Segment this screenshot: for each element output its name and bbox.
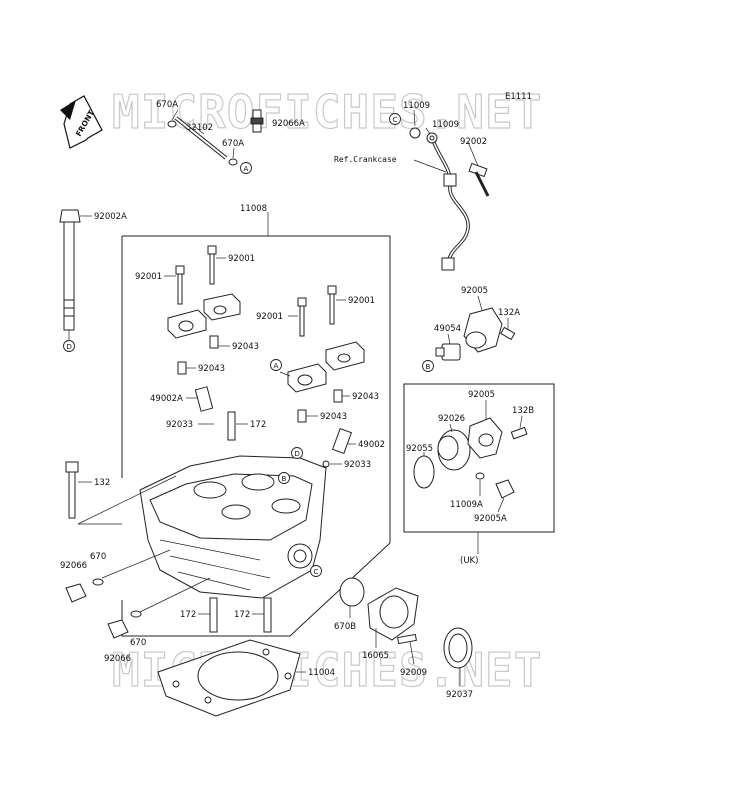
clamp-92037 xyxy=(443,627,473,669)
uk-label: (UK) xyxy=(460,556,478,566)
part-label: 92005A xyxy=(474,514,507,524)
callout-c-head: C xyxy=(310,565,322,577)
svg-text:D: D xyxy=(295,450,300,458)
cam-bolts-right xyxy=(297,285,343,423)
part-label: 670 xyxy=(90,552,106,562)
head-assembly-frame xyxy=(122,235,391,543)
part-label: 172 xyxy=(234,610,250,620)
callout-a-head: A xyxy=(270,359,282,371)
part-label: 92001 xyxy=(228,254,255,264)
cam-bolts-left xyxy=(175,245,219,375)
part-label: 92066 xyxy=(104,654,131,664)
diagram-code: E1111 xyxy=(505,92,532,102)
part-label: 49054 xyxy=(434,324,461,334)
fitting-92066A xyxy=(250,109,264,133)
part-label: 92002 xyxy=(460,137,487,147)
ref-crankcase-label: Ref.Crankcase xyxy=(334,155,397,164)
part-label: 32102 xyxy=(186,123,213,133)
part-label: 92005 xyxy=(468,390,495,400)
part-label: 670 xyxy=(130,638,146,648)
part-label: 670A xyxy=(222,139,244,149)
part-label: 16065 xyxy=(362,651,389,661)
callout-b-right: B xyxy=(422,360,434,372)
part-label: 92055 xyxy=(406,444,433,454)
part-label: 92009 xyxy=(400,668,427,678)
svg-text:A: A xyxy=(274,362,279,370)
intake-holder-16065 xyxy=(367,587,419,641)
o-ring-670B xyxy=(339,577,365,607)
uk-sensor-92005A xyxy=(475,472,515,499)
water-outlet-92005 xyxy=(463,307,503,353)
svg-text:B: B xyxy=(282,475,287,483)
cam-cap-right xyxy=(287,341,365,393)
part-label: 132 xyxy=(94,478,110,488)
part-label: 11009 xyxy=(432,120,459,130)
part-label: 670B xyxy=(334,622,356,632)
callout-d-head: D xyxy=(291,447,303,459)
part-label: 49002 xyxy=(358,440,385,450)
stud-172-upper xyxy=(227,411,236,441)
pin-49002 xyxy=(331,427,353,455)
uk-variant-frame xyxy=(403,383,555,533)
part-label: 92001 xyxy=(256,312,283,322)
part-label: 132B xyxy=(512,406,534,416)
part-label: 92002A xyxy=(94,212,127,222)
oil-pipe xyxy=(409,127,470,271)
svg-text:A: A xyxy=(244,165,249,173)
callout-d-left: D xyxy=(63,340,75,352)
part-label: 92043 xyxy=(352,392,379,402)
part-label: 92043 xyxy=(320,412,347,422)
svg-text:C: C xyxy=(393,116,398,124)
part-label: 92001 xyxy=(348,296,375,306)
part-label: 670A xyxy=(156,100,178,110)
plug-92066-lower xyxy=(107,610,142,639)
stud-172-lower-right xyxy=(263,597,272,633)
part-label: 92026 xyxy=(438,414,465,424)
head-gasket-11004 xyxy=(157,639,301,717)
cam-cap-left xyxy=(167,293,241,339)
cylinder-head xyxy=(139,455,327,599)
rod-32102 xyxy=(167,116,238,166)
part-label: 132A xyxy=(498,308,520,318)
bolt-132 xyxy=(65,461,79,519)
watermark-top: MICROFICHES.NET xyxy=(112,85,542,139)
svg-text:D: D xyxy=(67,343,72,351)
thermostat-49054 xyxy=(435,343,461,361)
part-label: 49002A xyxy=(150,394,183,404)
bolt-132A xyxy=(500,326,516,341)
plug-92066-upper xyxy=(65,578,104,603)
part-label: 92001 xyxy=(135,272,162,282)
uk-o-ring-92055 xyxy=(413,455,435,489)
part-label: 92066A xyxy=(272,119,305,129)
part-label: 11009A xyxy=(450,500,483,510)
stud-172-lower-left xyxy=(209,597,218,633)
callout-b-head: B xyxy=(278,472,290,484)
part-label: 92033 xyxy=(344,460,371,470)
callout-c-top: C xyxy=(389,113,401,125)
bolt-92009 xyxy=(397,633,417,645)
part-label: 11008 xyxy=(240,204,267,214)
part-label: 172 xyxy=(180,610,196,620)
part-label: 92043 xyxy=(198,364,225,374)
svg-text:C: C xyxy=(314,568,319,576)
part-label: 92033 xyxy=(166,420,193,430)
callout-a-top: A xyxy=(240,162,252,174)
part-label: 11004 xyxy=(308,668,335,678)
svg-text:B: B xyxy=(426,363,431,371)
uk-thermostat-housing xyxy=(437,417,503,471)
part-label: 172 xyxy=(250,420,266,430)
bolt-92002 xyxy=(468,162,490,197)
pin-49002A xyxy=(194,386,214,412)
part-label: 92037 xyxy=(446,690,473,700)
part-label: 11009 xyxy=(403,101,430,111)
bolt-92002A xyxy=(59,209,81,331)
part-label: 92005 xyxy=(461,286,488,296)
uk-bolt-132B xyxy=(510,426,528,440)
front-arrow-icon: FRONT xyxy=(60,95,103,149)
part-label: 92066 xyxy=(60,561,87,571)
part-label: 92043 xyxy=(232,342,259,352)
